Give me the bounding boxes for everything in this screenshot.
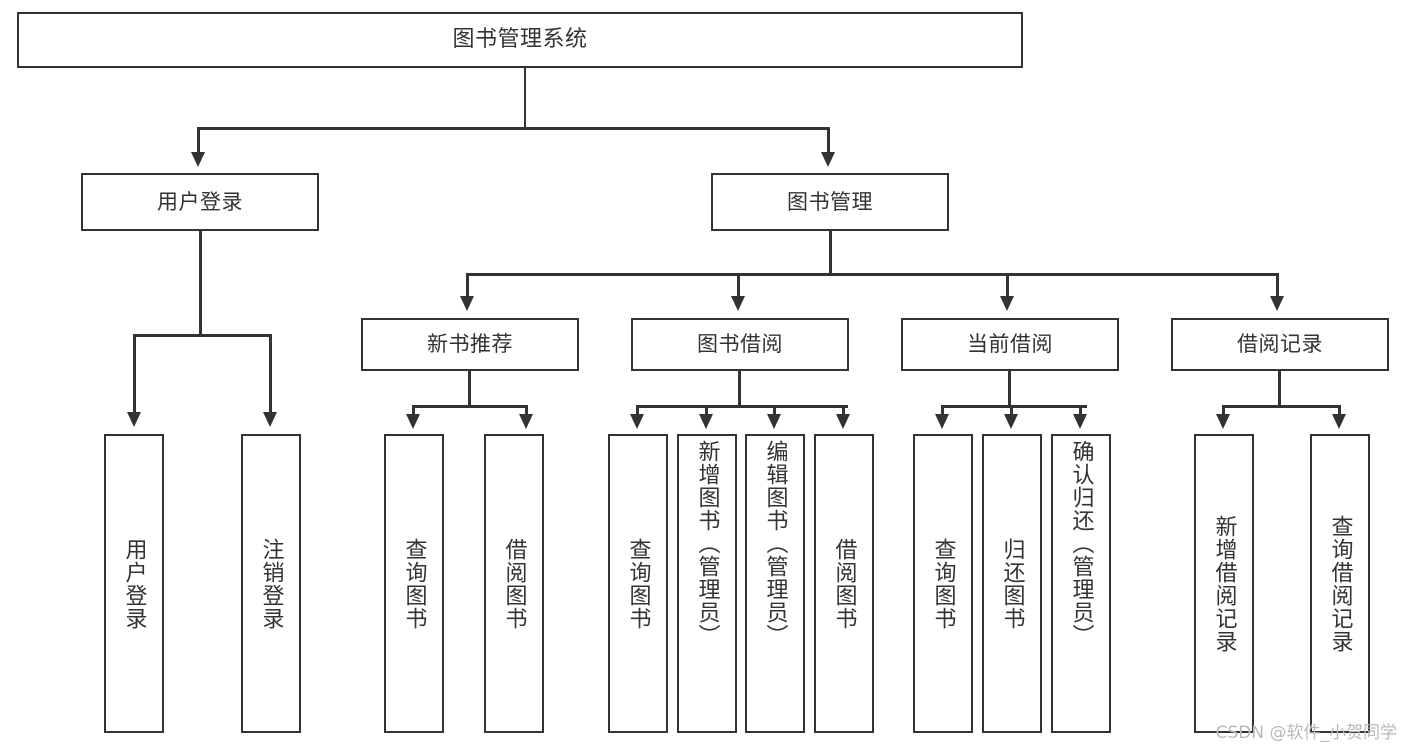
connector-book-mgmt-to-current bbox=[1006, 273, 1009, 299]
node-label: 借阅记录 bbox=[1237, 332, 1323, 357]
connector-borrow-record-leaf-0 bbox=[1222, 405, 1225, 421]
connector-current-borrow-leaf-2 bbox=[1079, 405, 1082, 421]
arrowhead-borrow-record-leaf-0 bbox=[1216, 414, 1230, 429]
connector-user-login-stem bbox=[199, 231, 202, 336]
node-label: 注销登录 bbox=[258, 537, 284, 630]
node-label: 新增借阅记录 bbox=[1211, 514, 1237, 653]
connector-book-mgmt-bus bbox=[466, 273, 1278, 276]
node-book-borrow[interactable]: 图书借阅 bbox=[631, 318, 849, 371]
leaf-new-book-0[interactable]: 查询图书 bbox=[384, 434, 444, 733]
arrowhead-book-borrow-leaf-0 bbox=[630, 414, 644, 429]
node-label: 当前借阅 bbox=[967, 332, 1053, 357]
connector-user-login-bus bbox=[133, 334, 269, 337]
connector-current-borrow-bus bbox=[941, 405, 1087, 408]
connector-current-borrow-stem bbox=[1008, 371, 1011, 407]
leaf-borrow-record-0[interactable]: 新增借阅记录 bbox=[1194, 434, 1254, 733]
arrowhead-book-borrow-leaf-1 bbox=[699, 414, 713, 429]
leaf-new-book-1[interactable]: 借阅图书 bbox=[484, 434, 544, 733]
connector-book-mgmt-to-borrow bbox=[737, 273, 740, 299]
connector-borrow-record-stem bbox=[1278, 371, 1281, 407]
connector-book-borrow-leaf-1 bbox=[705, 405, 708, 421]
arrowhead-new-book bbox=[460, 296, 474, 311]
connector-user-login-leaf-0 bbox=[133, 334, 136, 416]
connector-new-book-leaf-0 bbox=[412, 405, 415, 421]
arrowhead-book-borrow-leaf-3 bbox=[836, 414, 850, 429]
leaf-borrow-record-1[interactable]: 查询借阅记录 bbox=[1310, 434, 1370, 733]
connector-new-book-stem bbox=[468, 371, 471, 407]
leaf-user-login-0[interactable]: 用户登录 bbox=[104, 434, 164, 733]
connector-root-bus bbox=[197, 127, 829, 130]
node-label: 归还图书 bbox=[999, 537, 1025, 630]
arrowhead-book-borrow-leaf-2 bbox=[767, 414, 781, 429]
arrowhead-current bbox=[1000, 296, 1014, 311]
node-label: 借阅图书 bbox=[831, 537, 857, 630]
connector-root-to-user-login bbox=[197, 127, 200, 155]
arrowhead-user-login-leaf-1 bbox=[263, 412, 277, 427]
connector-book-borrow-bus bbox=[636, 405, 848, 408]
node-user-login[interactable]: 用户登录 bbox=[81, 173, 319, 231]
connector-borrow-record-leaf-1 bbox=[1338, 405, 1341, 421]
node-root-system[interactable]: 图书管理系统 bbox=[17, 12, 1023, 68]
arrowhead-borrow-record-leaf-1 bbox=[1332, 414, 1346, 429]
connector-book-borrow-stem bbox=[738, 371, 741, 407]
node-label: 确认归还（管理员） bbox=[1068, 440, 1094, 647]
arrowhead-current-borrow-leaf-0 bbox=[935, 414, 949, 429]
connector-new-book-bus bbox=[412, 405, 528, 408]
leaf-current-borrow-0[interactable]: 查询图书 bbox=[913, 434, 973, 733]
node-label: 查询图书 bbox=[930, 537, 956, 630]
connector-book-borrow-leaf-0 bbox=[636, 405, 639, 421]
node-current-borrow[interactable]: 当前借阅 bbox=[901, 318, 1119, 371]
node-borrow-record[interactable]: 借阅记录 bbox=[1171, 318, 1389, 371]
node-label: 查询图书 bbox=[401, 537, 427, 630]
arrowhead-user-login bbox=[191, 152, 205, 167]
node-label: 新书推荐 bbox=[427, 332, 513, 357]
leaf-book-borrow-3[interactable]: 借阅图书 bbox=[814, 434, 874, 733]
leaf-book-borrow-1[interactable]: 新增图书（管理员） bbox=[677, 434, 737, 733]
node-label: 用户登录 bbox=[121, 537, 147, 630]
node-label: 查询图书 bbox=[625, 537, 651, 630]
connector-user-login-leaf-1 bbox=[269, 334, 272, 416]
node-book-management[interactable]: 图书管理 bbox=[711, 173, 949, 231]
leaf-current-borrow-1[interactable]: 归还图书 bbox=[982, 434, 1042, 733]
node-label: 图书借阅 bbox=[697, 332, 783, 357]
connector-book-borrow-leaf-3 bbox=[842, 405, 845, 421]
node-label: 查询借阅记录 bbox=[1327, 514, 1353, 653]
arrowhead-borrow bbox=[731, 296, 745, 311]
connector-book-borrow-leaf-2 bbox=[773, 405, 776, 421]
node-label: 用户登录 bbox=[157, 189, 243, 214]
connector-new-book-leaf-1 bbox=[525, 405, 528, 421]
arrowhead-book-mgmt bbox=[821, 152, 835, 167]
connector-book-mgmt-stem bbox=[829, 231, 832, 275]
connector-book-mgmt-to-record bbox=[1276, 273, 1279, 299]
arrowhead-current-borrow-leaf-2 bbox=[1073, 414, 1087, 429]
arrowhead-new-book-leaf-1 bbox=[519, 414, 533, 429]
connector-book-mgmt-to-new-book bbox=[466, 273, 469, 299]
connector-current-borrow-leaf-1 bbox=[1010, 405, 1013, 421]
connector-root-to-book-mgmt bbox=[827, 127, 830, 155]
arrowhead-new-book-leaf-0 bbox=[406, 414, 420, 429]
leaf-book-borrow-0[interactable]: 查询图书 bbox=[608, 434, 668, 733]
node-new-book-recommend[interactable]: 新书推荐 bbox=[361, 318, 579, 371]
leaf-user-login-1[interactable]: 注销登录 bbox=[241, 434, 301, 733]
node-label: 新增图书（管理员） bbox=[694, 440, 720, 647]
arrowhead-current-borrow-leaf-1 bbox=[1004, 414, 1018, 429]
connector-borrow-record-bus bbox=[1222, 405, 1341, 408]
arrowhead-user-login-leaf-0 bbox=[127, 412, 141, 427]
arrowhead-record bbox=[1270, 296, 1284, 311]
connector-root-stem bbox=[524, 68, 526, 128]
node-label: 编辑图书（管理员） bbox=[762, 440, 788, 647]
node-label: 图书管理 bbox=[787, 189, 873, 214]
connector-current-borrow-leaf-0 bbox=[941, 405, 944, 421]
node-label: 借阅图书 bbox=[501, 537, 527, 630]
leaf-book-borrow-2[interactable]: 编辑图书（管理员） bbox=[745, 434, 805, 733]
node-label: 图书管理系统 bbox=[452, 27, 588, 53]
leaf-current-borrow-2[interactable]: 确认归还（管理员） bbox=[1051, 434, 1111, 733]
